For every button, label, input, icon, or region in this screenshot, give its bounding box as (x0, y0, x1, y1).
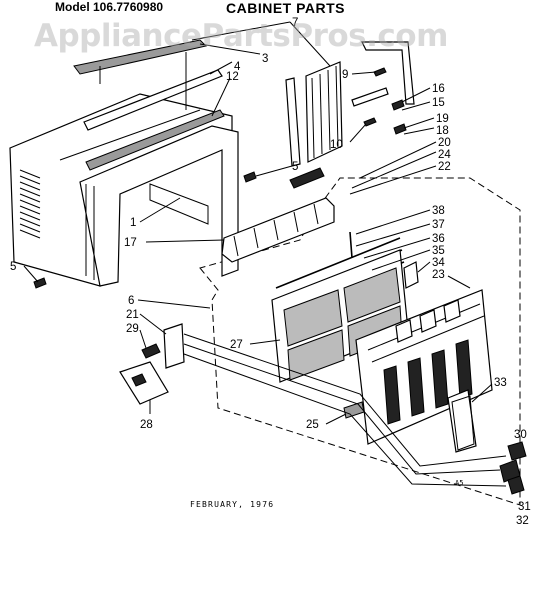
louver-assembly-17 (221, 167, 335, 263)
callout-15: 15 (432, 97, 445, 109)
callout-38: 38 (432, 205, 445, 217)
rod-bracket-34 (403, 261, 419, 289)
top-strip-4 (83, 69, 223, 131)
callout-7: 7 (292, 17, 298, 29)
diagram-code: A5 (455, 479, 464, 487)
callout-19: 19 (436, 113, 449, 125)
callout-33: 33 (494, 377, 507, 389)
screw-5-left (33, 277, 47, 289)
callout-37: 37 (432, 219, 445, 231)
callout-9: 9 (342, 69, 348, 81)
callout-1: 1 (130, 217, 136, 229)
callout-24: 24 (438, 149, 451, 161)
control-plate-21 (163, 323, 185, 369)
clip-15 (391, 99, 405, 111)
callout-32: 32 (516, 515, 529, 527)
callout-23: 23 (432, 269, 445, 281)
callout-21: 21 (126, 309, 139, 321)
callout-27: 27 (230, 339, 243, 351)
callout-22: 22 (438, 161, 451, 173)
watermark: AppliancePartsPros.com (34, 18, 448, 54)
callout-leaders (23, 21, 493, 425)
callout-34: 34 (432, 257, 445, 269)
clip-18 (393, 123, 407, 135)
callout-12: 12 (226, 71, 239, 83)
callout-36: 36 (432, 233, 445, 245)
callout-18: 18 (436, 125, 449, 137)
front-panel-23 (355, 289, 493, 445)
model-number: Model 106.7760980 (55, 0, 164, 14)
callout-10: 10 (330, 139, 343, 151)
knob-29 (141, 343, 161, 359)
top-strip-12 (85, 109, 225, 171)
callout-5-left: 5 (10, 261, 16, 273)
callout-4: 4 (234, 61, 241, 73)
callout-16: 16 (432, 83, 445, 95)
callout-31: 31 (518, 501, 531, 513)
hinge-25 (343, 401, 365, 419)
callout-6: 6 (128, 295, 134, 307)
callout-5-center: 5 (292, 161, 298, 173)
callout-28: 28 (140, 419, 153, 431)
callout-3: 3 (262, 53, 268, 65)
side-filler-panel (305, 61, 343, 163)
callout-labels: 7 3 4 12 9 16 15 19 18 10 20 24 22 5 1 1… (10, 17, 531, 527)
callout-20: 20 (438, 137, 451, 149)
side-bracket-7 (361, 41, 415, 105)
top-rail-3 (73, 39, 207, 75)
callout-17: 17 (124, 237, 137, 249)
screw-5-center (243, 171, 257, 183)
lower-bracket-10 (351, 87, 389, 107)
knob-32 (507, 475, 525, 495)
diagram-title: CABINET PARTS (226, 0, 346, 16)
callout-25: 25 (306, 419, 319, 431)
knob-30 (507, 441, 527, 461)
revision-date: FEBRUARY, 1976 (190, 500, 275, 509)
callout-29: 29 (126, 323, 139, 335)
vertical-channel (285, 77, 301, 167)
shell-screw-9 (373, 67, 387, 77)
callout-30: 30 (514, 429, 527, 441)
leader-bundle (183, 333, 507, 487)
control-door-33 (447, 389, 477, 453)
callout-35: 35 (432, 245, 445, 257)
